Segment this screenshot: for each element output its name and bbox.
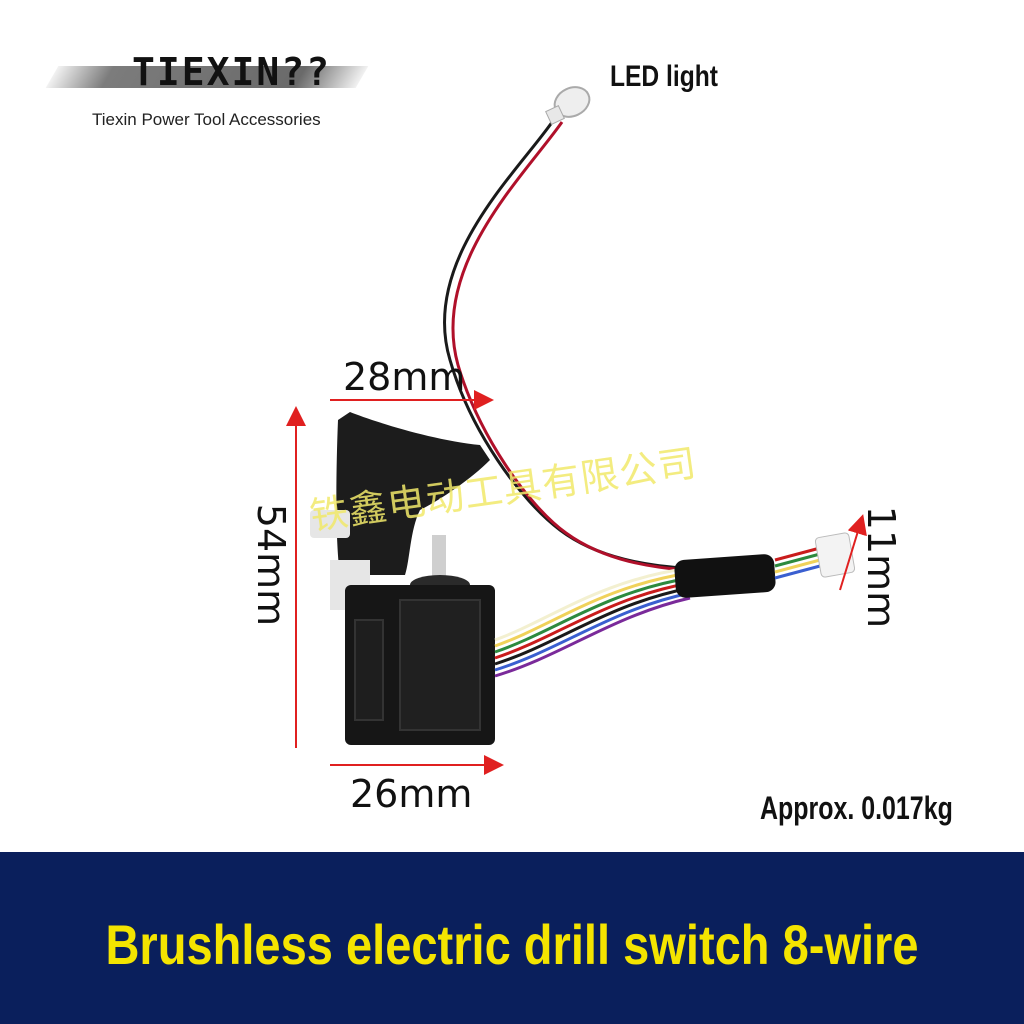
switch-wires [494,566,691,678]
product-photo [286,86,867,775]
trigger [336,412,490,575]
shrink-tube [674,554,776,598]
weight-label: Approx. 0.017kg [760,790,953,826]
logo-text: TIEXIN?? [132,50,332,94]
product-title: Brushless electric drill switch 8-wire [105,913,919,976]
dimension-26mm: 26mm [350,772,473,816]
switch-plunger [432,535,446,580]
footer-banner [0,852,1024,1024]
led-wire-red [451,121,685,572]
logo-tagline: Tiexin Power Tool Accessories [92,110,321,129]
brand-logo: TIEXIN?? [45,50,369,94]
led-light-label: LED light [610,60,718,93]
switch-body [345,585,495,745]
dimension-54mm: 54mm [249,503,294,627]
led-bulb [545,86,591,125]
wire-connector [814,532,856,578]
dimension-11mm: 11mm [859,505,904,629]
trigger-shaft [310,510,350,538]
dimension-28mm: 28mm [343,355,466,399]
arrow-11mm [839,514,867,591]
